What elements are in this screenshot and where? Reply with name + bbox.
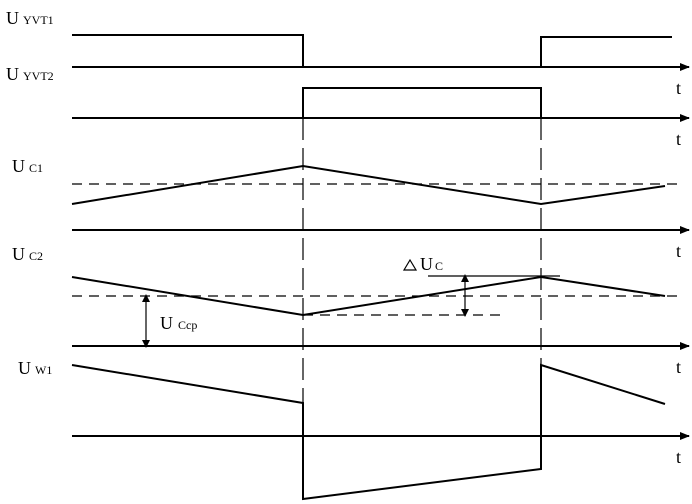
waveform-u-yvt1 <box>72 34 304 67</box>
time-label-5: t <box>676 447 681 467</box>
waveform-u-yvt2 <box>302 87 542 118</box>
waveform-u-w1 <box>71 363 666 501</box>
waveform-u-yvt1-rise <box>540 36 672 67</box>
waveform-u-c2 <box>71 275 666 317</box>
time-label-4: t <box>676 357 681 377</box>
waveform-u-c1 <box>71 164 666 206</box>
time-label-1: t <box>676 78 681 98</box>
time-label-2: t <box>676 129 681 149</box>
delta-icon <box>402 258 418 271</box>
time-label-3: t <box>676 241 681 261</box>
